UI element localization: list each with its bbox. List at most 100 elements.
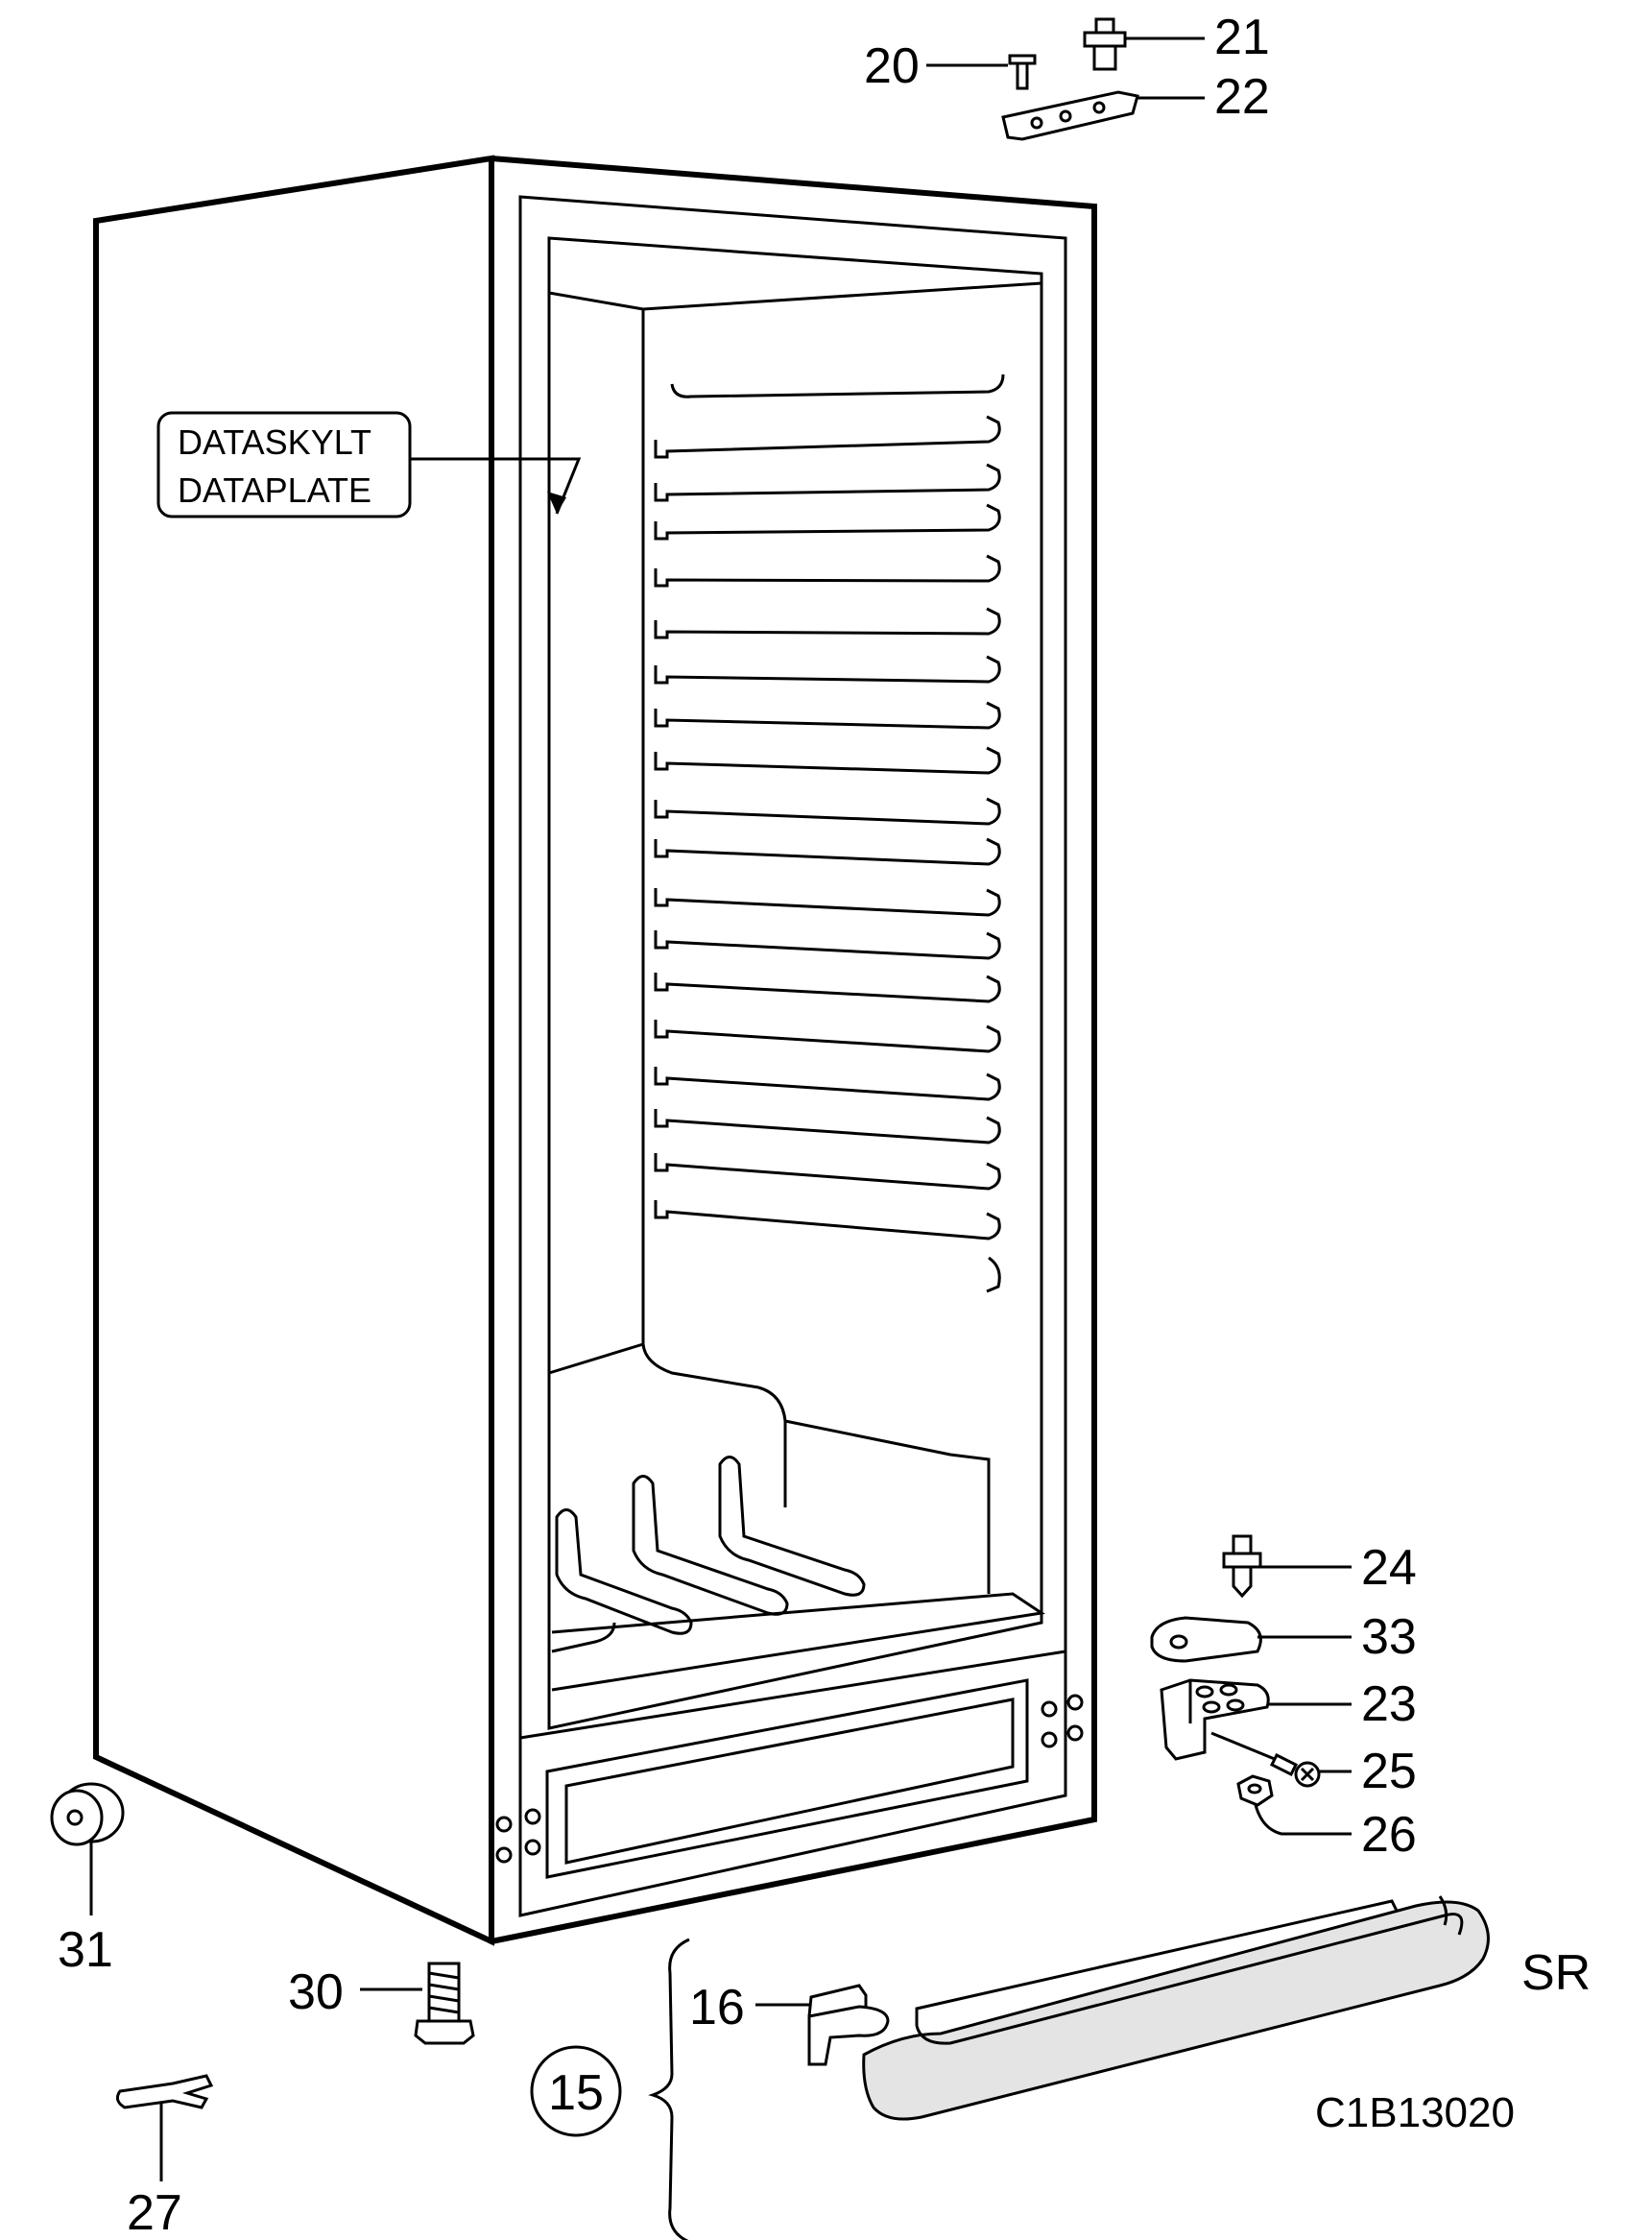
hinge-pin-top	[1232, 1534, 1253, 1555]
shelf-rail	[654, 701, 1001, 730]
cabinet-front-frame-inner	[518, 195, 1067, 1917]
hinge-pin-collar	[1222, 1552, 1262, 1569]
leader-line-26	[1254, 1804, 1352, 1836]
hinge-hole	[524, 1839, 541, 1856]
shelf-rail	[654, 1109, 1001, 1144]
screw-cross	[1300, 1767, 1315, 1782]
bolt-head	[414, 2019, 475, 2045]
part-25-screw: 25	[1210, 1731, 1417, 1799]
screw-shank	[1269, 1752, 1299, 1777]
foot-face	[50, 1789, 104, 1846]
grid-rod	[555, 1508, 693, 1635]
grid-rod	[718, 1456, 866, 1597]
screw-shank	[1016, 61, 1029, 90]
callout-26: 26	[1361, 1807, 1417, 1863]
hex-nut	[1236, 1774, 1274, 1807]
nut-hole	[1247, 1783, 1262, 1794]
cabinet-lower-panel	[545, 1678, 1029, 1879]
hinge-hole	[495, 1816, 513, 1833]
part-16-end-cap: 16	[689, 1980, 890, 2066]
callout-16: 16	[689, 1980, 745, 2035]
shelf-rail	[654, 746, 1001, 775]
bracket-hole	[1195, 1685, 1214, 1698]
part-15-group: 15	[530, 1938, 690, 2240]
hinge-pin-body	[1092, 44, 1117, 71]
bracket-hole	[1219, 1683, 1238, 1697]
shelf-rail	[670, 373, 1005, 398]
cabinet-side-panel	[93, 155, 494, 1946]
handle-body	[862, 1900, 1490, 2121]
hinge-hole	[1066, 1724, 1084, 1742]
key-tool	[115, 2074, 214, 2109]
shelf-rail	[654, 463, 1001, 502]
shelf-rail	[654, 503, 1001, 541]
callout-23: 23	[1361, 1676, 1417, 1732]
handle-top-edge	[915, 1913, 1464, 2045]
callout-31: 31	[58, 1922, 113, 1978]
part-24-hinge-pin: 24	[1222, 1534, 1417, 1599]
shelf-rail	[654, 837, 1001, 866]
hinge-pin-collar	[1083, 31, 1127, 48]
end-cap-body	[807, 2005, 890, 2066]
cabinet-lower-divider	[519, 1650, 1066, 1740]
shelf-rail	[654, 607, 1001, 639]
data-plate-line1: DATASKYLT	[178, 422, 371, 462]
hinge-pin-body	[1232, 1565, 1253, 1599]
callout-15: 15	[548, 2065, 604, 2121]
bolt-thread	[428, 1971, 460, 2014]
hinge-hole	[1041, 1700, 1058, 1718]
data-plate-leader	[410, 457, 582, 515]
bottom-grid	[551, 1456, 1046, 1692]
callout-27: 27	[127, 2185, 182, 2240]
shelf-rail	[654, 1020, 1001, 1053]
data-plate-box	[156, 411, 412, 518]
callout-20: 20	[864, 38, 920, 94]
callout-25: 25	[1361, 1744, 1417, 1799]
data-plate: DATASKYLT DATAPLATE	[156, 411, 582, 518]
figure-code: C1B13020	[1315, 2089, 1515, 2136]
cabinet-inner-floor-edge	[548, 1342, 644, 1375]
callout-30: 30	[288, 1964, 344, 2020]
shelf-rails	[654, 373, 1005, 1293]
part-23-hinge-bracket: 23	[1160, 1676, 1417, 1761]
part-30-bolt: 30	[288, 1962, 475, 2045]
bracket-hole	[1030, 116, 1043, 130]
bracket-hole	[1202, 1700, 1221, 1714]
hinge-hole	[1041, 1731, 1058, 1748]
shelf-rail	[654, 554, 1001, 588]
shelf-rail	[654, 1067, 1001, 1101]
callout-33: 33	[1361, 1609, 1417, 1665]
hinge-hole	[1066, 1694, 1084, 1711]
callout-15-circle	[530, 2045, 622, 2137]
data-plate-line2: DATAPLATE	[178, 470, 371, 510]
shelf-rail	[654, 1153, 1001, 1191]
screw-head	[1008, 54, 1037, 65]
callout-21: 21	[1214, 10, 1270, 65]
shelf-rail	[654, 1200, 1001, 1240]
callout-22: 22	[1214, 69, 1270, 125]
cabinet-inner-back-wall	[641, 309, 787, 1507]
bracket-hole	[1226, 1698, 1245, 1712]
hinge-pin-top	[1094, 17, 1115, 35]
callout-24: 24	[1361, 1540, 1417, 1596]
shelf-rail	[654, 888, 1001, 917]
bracket-hole	[1059, 109, 1072, 123]
hinge-plate-hole	[1169, 1634, 1188, 1650]
handle-end-curl	[1438, 1895, 1448, 1926]
group-brace	[648, 1938, 690, 2240]
part-22-hinge-bracket: 22	[1001, 69, 1270, 141]
hinge-bracket	[1160, 1678, 1270, 1761]
foot-hole	[66, 1809, 84, 1826]
cabinet-lower-panel-inner	[564, 1698, 1015, 1865]
shelf-rail	[654, 655, 1001, 685]
screw-path-line	[1210, 1731, 1282, 1764]
part-21-hinge-pin: 21	[1083, 10, 1270, 71]
data-plate-arrowhead	[547, 492, 566, 514]
hinge-plate	[1150, 1616, 1262, 1663]
cabinet	[93, 155, 1097, 1946]
handle-lip	[915, 1899, 1399, 2026]
grid-rod	[551, 1622, 616, 1653]
grid-rod	[632, 1475, 789, 1616]
cabinet-inner-top	[548, 281, 1042, 311]
